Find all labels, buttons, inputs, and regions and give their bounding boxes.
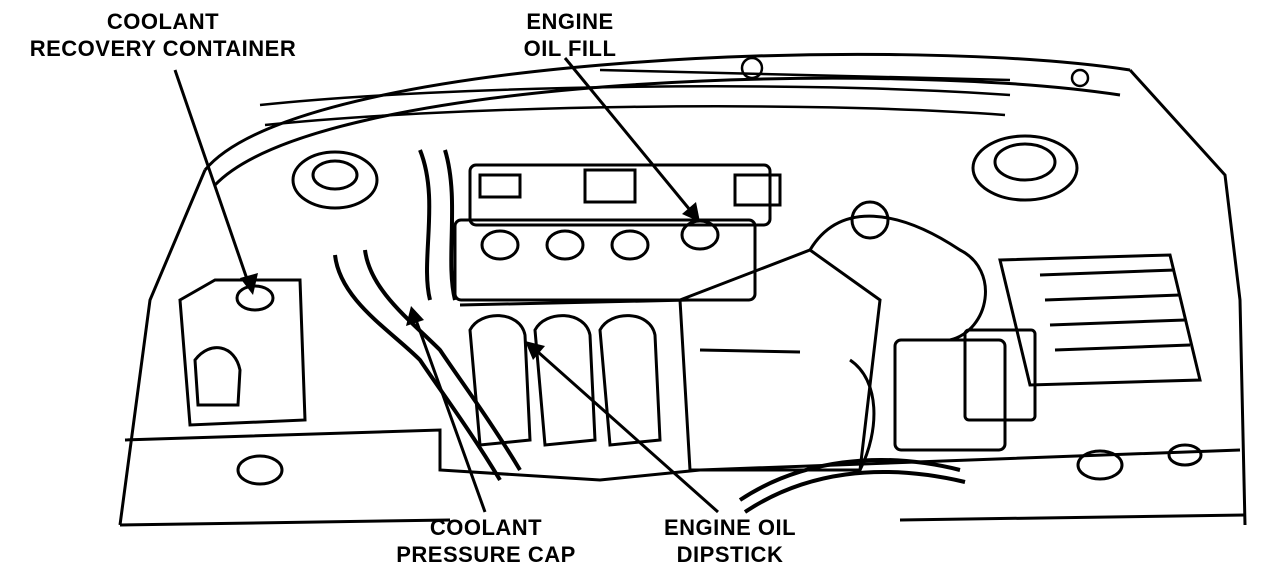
label-line: RECOVERY CONTAINER	[29, 36, 297, 61]
label-line: COOLANT	[429, 515, 543, 540]
battery	[893, 328, 1037, 452]
coolant-recovery-container	[178, 278, 307, 427]
label-line: ENGINE OIL	[663, 515, 797, 540]
air-intake-duct	[678, 200, 987, 472]
leader-coolant-recovery-container	[173, 69, 258, 295]
radiator-support	[119, 428, 1246, 527]
cowl-panel	[259, 56, 1090, 127]
air-filter-box	[998, 253, 1202, 387]
leader-coolant-pressure-cap	[406, 306, 487, 513]
label-line: DIPSTICK	[676, 542, 784, 567]
label-line: ENGINE	[526, 9, 614, 34]
strut-tower-right	[971, 134, 1079, 202]
strut-tower-left	[291, 150, 379, 210]
hood-outline	[118, 52, 1247, 526]
ignition-coils	[480, 219, 720, 261]
label-line: PRESSURE CAP	[396, 542, 576, 567]
label-coolant-pressure-cap: COOLANT PRESSURE CAP	[376, 514, 596, 568]
radiator-hoses	[333, 149, 966, 514]
intake-manifold	[459, 298, 691, 447]
label-line: OIL FILL	[523, 36, 617, 61]
label-coolant-recovery-container: COOLANT RECOVERY CONTAINER	[8, 8, 318, 62]
engine-block	[453, 163, 782, 302]
label-engine-oil-dipstick: ENGINE OIL DIPSTICK	[630, 514, 830, 568]
label-engine-oil-fill: ENGINE OIL FILL	[495, 8, 645, 62]
leader-engine-oil-fill	[563, 57, 700, 222]
label-line: COOLANT	[106, 9, 220, 34]
leader-engine-oil-dipstick	[525, 341, 719, 514]
